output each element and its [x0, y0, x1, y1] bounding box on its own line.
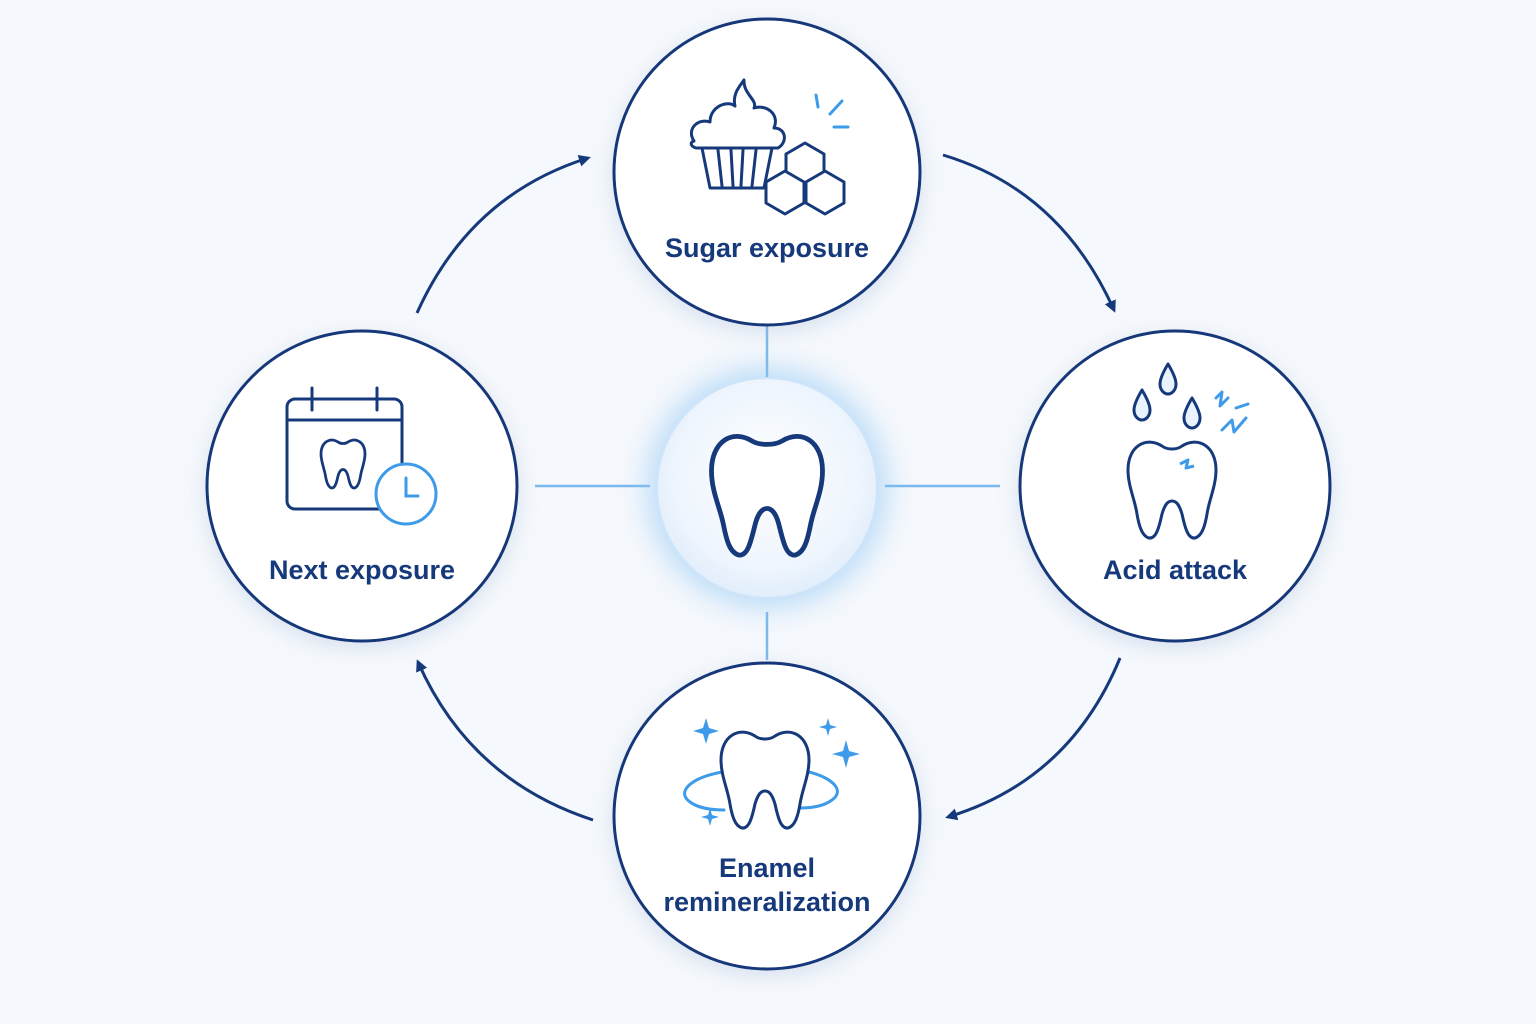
acid-drops-icon [1132, 362, 1202, 430]
cupcake-icon [689, 78, 786, 190]
label-line: Acid attack [1103, 555, 1248, 585]
cycle-arrows [415, 153, 1122, 822]
node-sugar-exposure: Sugar exposure [612, 17, 922, 327]
node-label-sugar: Sugar exposure [665, 233, 869, 263]
sparkle-stars-icon [693, 718, 860, 826]
sparkling-tooth-icon [719, 730, 811, 830]
label-line: Next exposure [269, 555, 455, 585]
arrow-next-to-sugar [415, 154, 591, 314]
sugar-cubes-icon [764, 141, 846, 216]
calendar-tooth-icon [319, 438, 367, 490]
node-next-exposure: Next exposure [205, 329, 519, 643]
arrow-sugar-to-acid [942, 153, 1116, 313]
arrow-remin-to-next [416, 659, 594, 822]
orbit-ring-icon [683, 768, 839, 812]
node-label-acid: Acid attack [1103, 555, 1248, 585]
node-enamel-remineralization: Enamel remineralization [612, 661, 922, 971]
zap-lines-icon [1214, 390, 1250, 434]
tooth-icon [709, 434, 825, 558]
label-line: Enamel [719, 853, 815, 883]
arrow-acid-to-remin [945, 657, 1122, 821]
node-acid-attack: Acid attack [1018, 329, 1332, 643]
sparkle-lines-icon [814, 93, 850, 129]
label-line: Sugar exposure [665, 233, 869, 263]
node-label-next: Next exposure [269, 555, 455, 585]
clock-icon [374, 462, 438, 526]
damaged-tooth-icon [1126, 440, 1218, 540]
label-line: remineralization [663, 887, 870, 917]
center-hub [647, 368, 887, 608]
node-label-remin: Enamel remineralization [663, 853, 870, 917]
